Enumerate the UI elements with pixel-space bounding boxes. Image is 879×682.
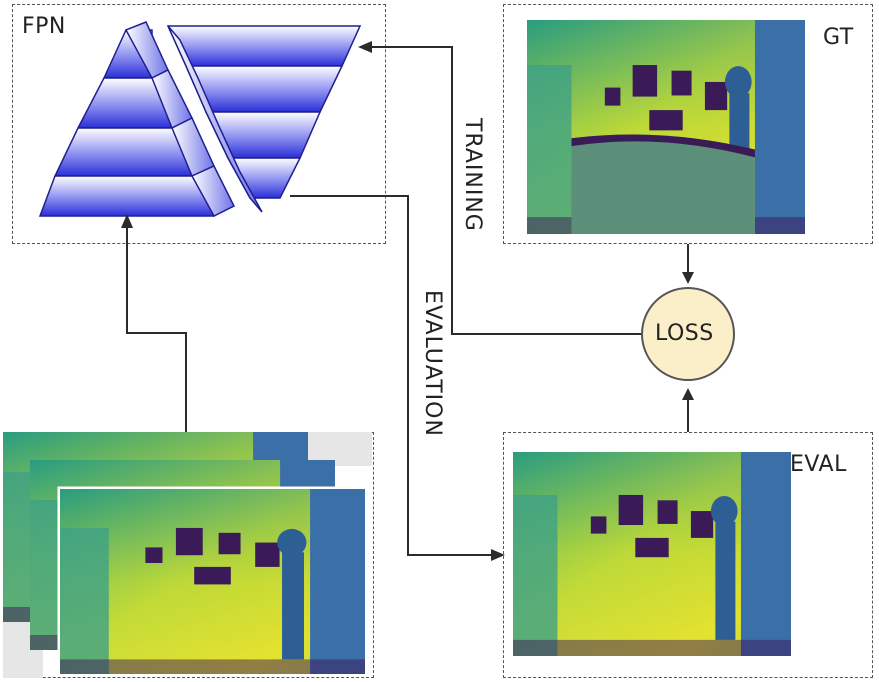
input-to-fpn-arrow [126, 225, 187, 432]
gt-label: GT [823, 25, 854, 50]
eval-depth-image [513, 452, 791, 656]
loss-circle [641, 287, 735, 381]
fpn-pyramid-icon [38, 21, 362, 217]
evaluation-label: EVALUATION [420, 290, 445, 437]
fpn-label: FPN [22, 14, 66, 39]
loss-to-fpn-arrow [368, 46, 642, 335]
fpn-to-eval-arrow [290, 195, 495, 556]
eval-label: EVAL [790, 452, 847, 477]
gt-depth-image [527, 20, 805, 234]
training-label: TRAINING [460, 118, 485, 232]
fpn-box [12, 4, 386, 244]
gt-box [503, 4, 873, 244]
loss-label: LOSS [655, 321, 714, 346]
arrowheads [121, 41, 694, 561]
connectors [126, 46, 689, 556]
input-depth-stack [3, 432, 372, 678]
